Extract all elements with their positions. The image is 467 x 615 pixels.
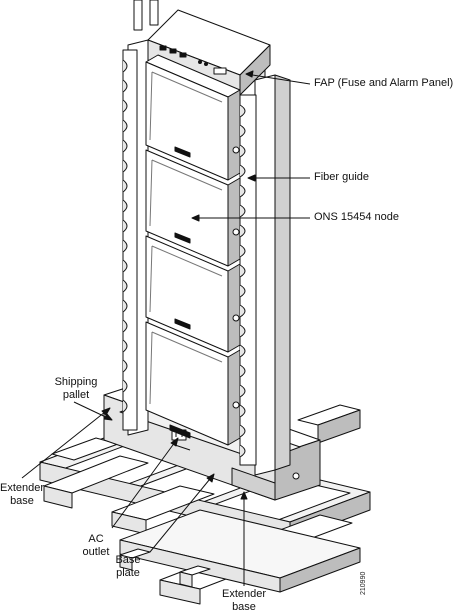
extender-base-left-callout-line1: Extender — [0, 482, 45, 494]
extender-base-left-callout: Extender base — [0, 482, 44, 508]
base-plate-callout-line2: plate — [116, 567, 140, 579]
fiber-guide-right — [232, 94, 257, 466]
extender-base-left-leader — [21, 407, 111, 479]
base-plate-callout: Base plate — [115, 554, 140, 580]
fap-leader — [245, 73, 311, 85]
extender-base-left-callout-line2: base — [10, 495, 34, 507]
fiber-guide-left — [122, 49, 138, 431]
ons-node-3 — [145, 235, 241, 353]
leader-lines — [21, 70, 311, 586]
ac-outlet-callout: AC outlet — [83, 533, 110, 559]
ons-node-callout: ONS 15454 node — [314, 211, 400, 223]
shipping-pallet-callout-line1: Shipping — [54, 376, 98, 388]
ons-node-2 — [145, 149, 241, 267]
ac-outlet-callout-line2: outlet — [82, 546, 110, 558]
shipping-pallet-callout-line2: pallet — [62, 389, 90, 401]
ac-outlet-callout-line1: AC — [88, 533, 104, 545]
ac-outlet-leader — [111, 437, 179, 529]
ons-node-1 — [145, 54, 241, 181]
fiber-guide-callout: Fiber guide — [314, 171, 370, 183]
base-plate-callout-line1: Base — [115, 554, 141, 566]
fap-callout: FAP (Fuse and Alarm Panel) — [314, 77, 454, 89]
extender-base-bottom-callout-line2: base — [232, 601, 256, 613]
ons-node-4 — [145, 321, 241, 446]
extender-base-bottom-callout-line1: Extender — [221, 588, 267, 600]
shipping-pallet-callout: Shipping pallet — [55, 376, 98, 402]
base-plate-leader — [149, 473, 215, 553]
extender-base-bottom-callout: Extender base — [222, 588, 266, 614]
figure-id: 210990 — [360, 571, 367, 595]
